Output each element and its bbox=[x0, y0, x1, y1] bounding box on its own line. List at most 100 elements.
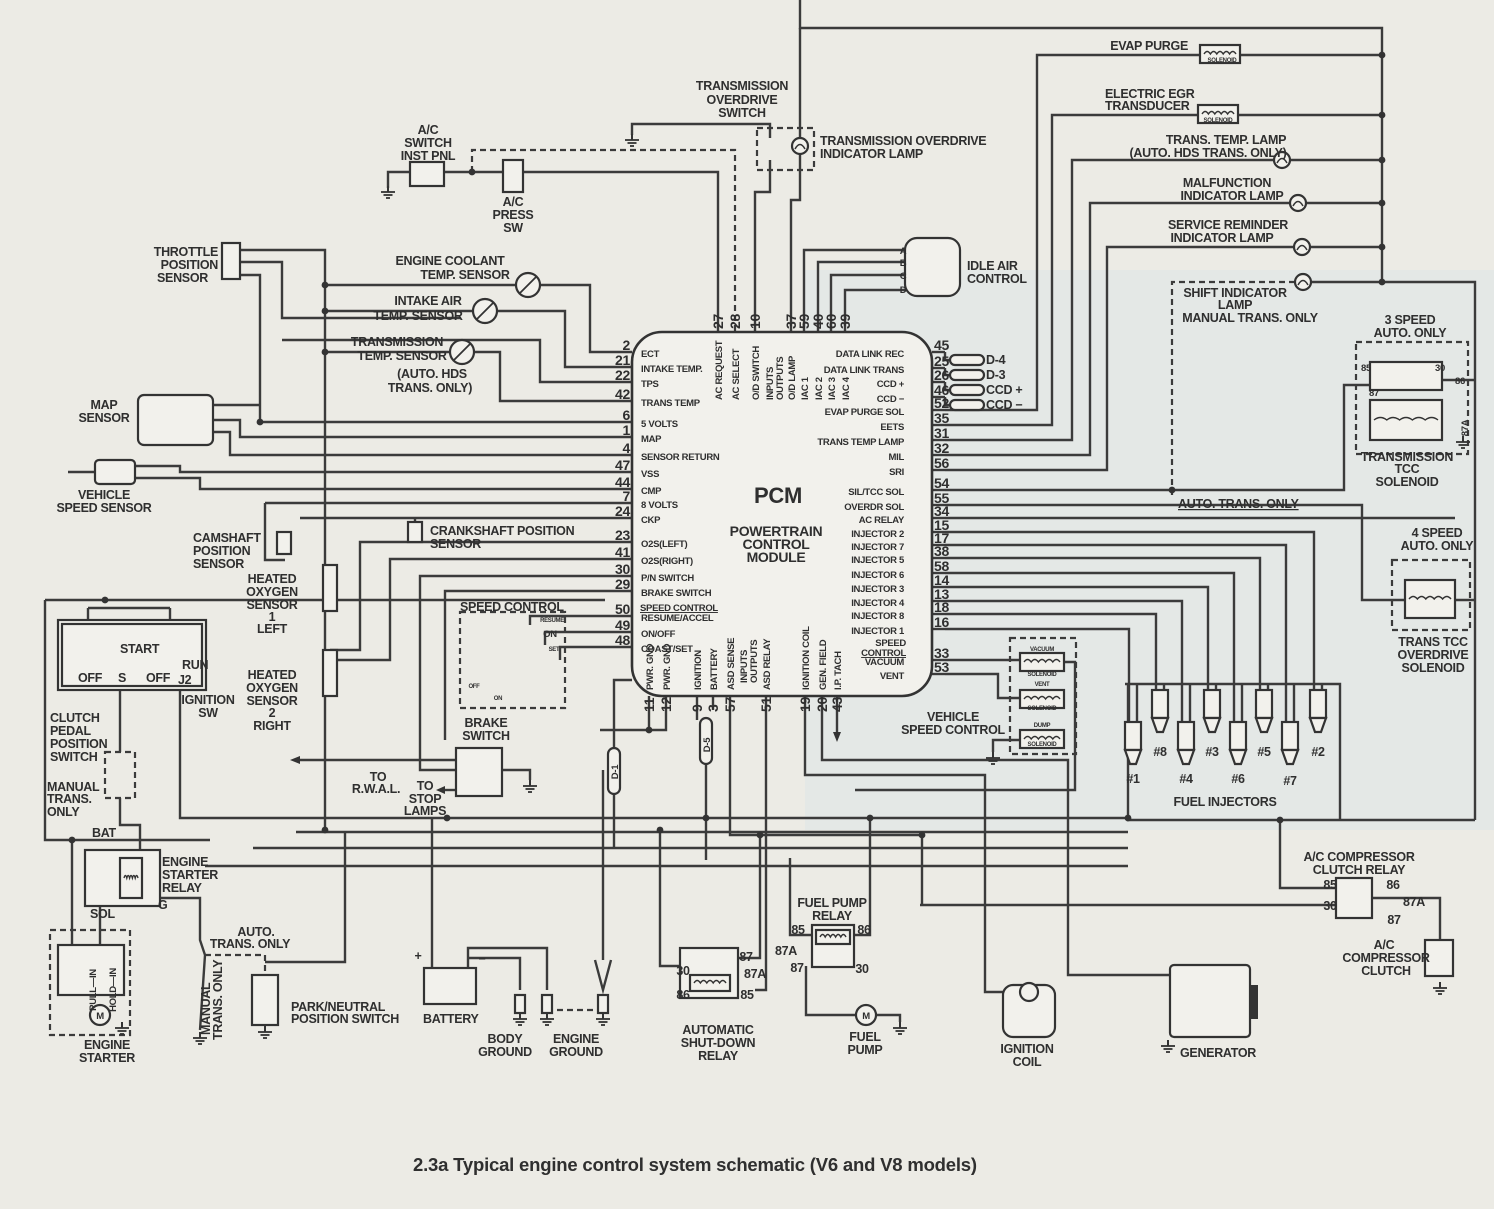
svg-text:M: M bbox=[96, 1011, 104, 1022]
svg-text:#8: #8 bbox=[1153, 745, 1167, 759]
svg-text:30: 30 bbox=[1323, 899, 1337, 913]
clutch-switch-label: CLUTCH PEDAL POSITION SWITCH bbox=[50, 711, 108, 764]
data-link-connector-icon bbox=[948, 368, 986, 382]
wire bbox=[118, 798, 142, 855]
pcm-pin-label: O/D SWITCH bbox=[751, 346, 762, 400]
pcm-pin-label: DATA LINK REC bbox=[836, 349, 905, 360]
pcm-pin-number: 39 bbox=[837, 314, 853, 329]
lamp-bulb bbox=[1292, 237, 1312, 257]
svg-text:SHIFT INDICATOR: SHIFT INDICATOR bbox=[1183, 286, 1287, 300]
wire bbox=[943, 382, 950, 392]
generator-label: GENERATOR bbox=[1180, 1046, 1256, 1060]
svg-text:LEFT: LEFT bbox=[257, 622, 288, 636]
pcm-pin-label: BRAKE SWITCH bbox=[641, 588, 712, 599]
svg-text:ON: ON bbox=[543, 629, 557, 640]
injector-body bbox=[1280, 720, 1300, 752]
svg-text:−: − bbox=[479, 952, 486, 966]
svg-text:AUTO.: AUTO. bbox=[237, 925, 274, 939]
ground-icon bbox=[540, 1013, 554, 1026]
ground-icon bbox=[381, 186, 395, 199]
junction-dot bbox=[656, 826, 664, 834]
svg-text:(AUTO. HDS: (AUTO. HDS bbox=[397, 367, 467, 381]
shift-indicator-lamp-label: SHIFT INDICATOR LAMP MANUAL TRANS. ONLY bbox=[1182, 286, 1319, 325]
solenoid-icon bbox=[1403, 578, 1457, 620]
vehicle-speed-control-box bbox=[1008, 636, 1078, 756]
pcm-pin-label: MIL bbox=[889, 452, 905, 463]
junction-dot bbox=[321, 281, 329, 289]
pcm-pin-label: I.P. TACH bbox=[833, 651, 844, 690]
injector-body bbox=[1228, 720, 1248, 752]
svg-text:POSITION: POSITION bbox=[193, 544, 251, 558]
pcm-pin-label: ON/OFF bbox=[641, 629, 676, 640]
pcm-pin-label: AC SELECT bbox=[731, 348, 742, 400]
trans-temp-lamp-label: TRANS. TEMP. LAMP (AUTO. HDS TRANS. ONLY… bbox=[1130, 133, 1287, 160]
solenoid-icon bbox=[1018, 688, 1066, 710]
fuel-injector-icon bbox=[1123, 720, 1143, 766]
pcm-pin-label: VSS bbox=[641, 469, 659, 480]
idle-air-control-icon bbox=[903, 236, 962, 298]
svg-text:SW: SW bbox=[198, 706, 218, 720]
svg-text:TRANSDUCER: TRANSDUCER bbox=[1105, 99, 1190, 113]
pcm-pin-label: INJECTOR 2 bbox=[851, 529, 904, 540]
junction-dot bbox=[1276, 816, 1284, 824]
solenoid-coil bbox=[1023, 735, 1061, 741]
solenoid-body bbox=[814, 928, 852, 946]
pcm-pin-number: 25 bbox=[934, 353, 949, 369]
tcc-solenoid-label: TRANSMISSION TCC SOLENOID bbox=[1361, 450, 1454, 489]
svg-text:PUMP: PUMP bbox=[848, 1043, 883, 1057]
svg-text:VEHICLE: VEHICLE bbox=[927, 710, 979, 724]
svg-text:TRANSMISSION: TRANSMISSION bbox=[1361, 450, 1454, 464]
wire bbox=[820, 696, 1170, 977]
data-link-connectors: D-4 D-3 CCD + CCD − bbox=[986, 353, 1023, 412]
svg-text:PARK/NEUTRAL: PARK/NEUTRAL bbox=[291, 1000, 386, 1014]
svg-text:ENGINE: ENGINE bbox=[162, 855, 208, 869]
svg-text:STARTER: STARTER bbox=[162, 868, 218, 882]
pcm-pin-number: 32 bbox=[934, 440, 949, 456]
svg-text:BAT: BAT bbox=[92, 826, 117, 840]
pcm-pin-label: ECT bbox=[641, 349, 660, 360]
solenoid-body bbox=[1018, 651, 1066, 673]
svg-text:S: S bbox=[118, 671, 126, 685]
wire bbox=[213, 430, 595, 457]
svg-text:87A: 87A bbox=[775, 944, 797, 958]
pcm-pin-number: 57 bbox=[722, 697, 738, 712]
pcm-pin-number: 35 bbox=[934, 410, 949, 426]
pcm-pin-label: SIL/TCC SOL bbox=[848, 487, 904, 498]
vss-label: VEHICLE SPEED SENSOR bbox=[56, 488, 152, 515]
pcm-pin-number: 52 bbox=[934, 395, 949, 411]
pcm-pin-number: 59 bbox=[796, 314, 812, 329]
svg-text:ENGINE: ENGINE bbox=[553, 1032, 599, 1046]
junction-dot bbox=[468, 168, 476, 176]
svg-text:#3: #3 bbox=[1205, 745, 1219, 759]
svg-text:COIL: COIL bbox=[1013, 1055, 1042, 1069]
wire bbox=[1125, 682, 1342, 820]
svg-text:SWITCH: SWITCH bbox=[404, 136, 452, 150]
svg-text:SENSOR: SENSOR bbox=[157, 271, 208, 285]
svg-text:INDICATOR LAMP: INDICATOR LAMP bbox=[1171, 231, 1274, 245]
o2-left-label: HEATED OXYGEN SENSOR 1 LEFT bbox=[246, 572, 298, 636]
solenoid-icon bbox=[1198, 43, 1242, 65]
svg-text:MANUAL: MANUAL bbox=[47, 780, 100, 794]
oxygen-sensor-left-icon bbox=[321, 563, 339, 613]
pcm-pin-label: INJECTOR 7 bbox=[851, 542, 904, 553]
wire bbox=[843, 288, 910, 332]
svg-text:OFF: OFF bbox=[468, 684, 480, 690]
injector-body bbox=[1123, 720, 1143, 752]
wire bbox=[265, 832, 347, 964]
wire bbox=[443, 589, 595, 740]
oxygen-sensor-right-icon bbox=[321, 648, 339, 698]
solenoid-coil bbox=[1023, 695, 1061, 701]
pcm-pin-label: AC REQUEST bbox=[714, 340, 725, 400]
svg-text:CAMSHAFT: CAMSHAFT bbox=[193, 531, 261, 545]
pcm-pin-label: 8 VOLTS bbox=[641, 500, 678, 511]
pcm-pin-number: 26 bbox=[934, 367, 949, 383]
solenoid-body bbox=[1368, 398, 1444, 442]
injector-body bbox=[1202, 688, 1222, 720]
ignition-switch-labels: START OFF S OFF RUN J2 IGNITION SW bbox=[78, 642, 235, 720]
injector-tip bbox=[1150, 716, 1170, 734]
wire bbox=[335, 557, 595, 662]
lamp-filament bbox=[1296, 244, 1308, 251]
ground-icon bbox=[1433, 982, 1447, 995]
svg-text:GROUND: GROUND bbox=[549, 1045, 603, 1059]
ground-icon bbox=[513, 1013, 527, 1026]
